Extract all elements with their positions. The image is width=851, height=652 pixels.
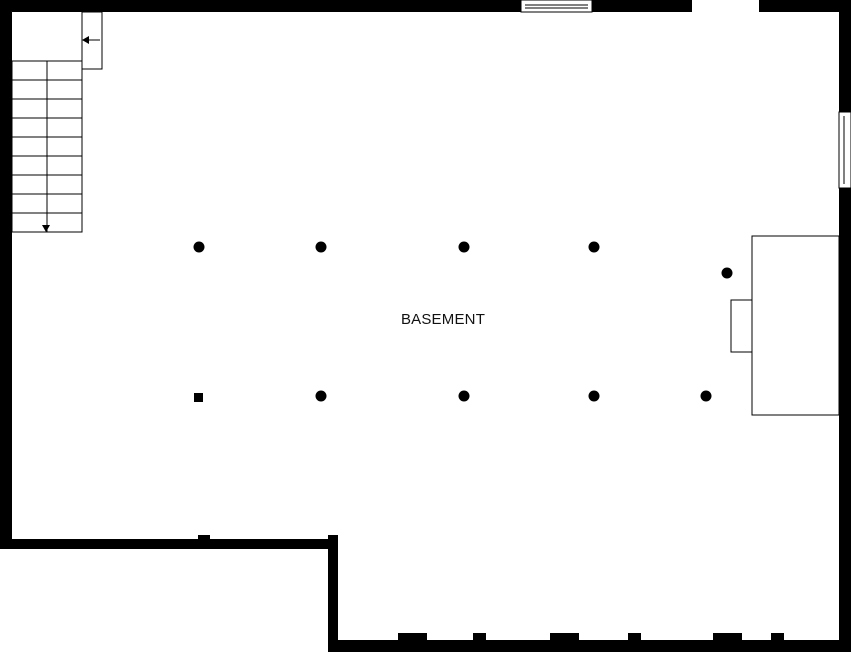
column-round [458, 241, 470, 253]
notch [628, 633, 641, 641]
utility-box [751, 235, 840, 416]
staircase [11, 11, 103, 233]
notch [550, 633, 579, 641]
column-round [458, 390, 470, 402]
column-round [721, 267, 733, 279]
window-top [520, 0, 593, 13]
opening-top-right [692, 0, 759, 12]
room-label: BASEMENT [401, 311, 485, 328]
stair-landing-box [81, 11, 103, 70]
notch [198, 535, 210, 541]
utility-fixture [730, 235, 840, 416]
support-columns [193, 241, 733, 402]
column-square [194, 393, 203, 402]
notch [398, 633, 427, 641]
column-round [315, 390, 327, 402]
notch [473, 633, 486, 641]
notch [713, 633, 742, 641]
column-round [700, 390, 712, 402]
stair-arrow-left-icon [82, 36, 89, 44]
column-round [588, 241, 600, 253]
wall-notches [198, 535, 784, 641]
notch [771, 633, 784, 641]
column-round [193, 241, 205, 253]
window-right [838, 111, 851, 189]
column-round [315, 241, 327, 253]
notch [328, 535, 338, 541]
wall-openings [520, 0, 851, 189]
utility-box-tab [730, 299, 753, 353]
stair-arrow-down-icon [42, 225, 50, 232]
column-round [588, 390, 600, 402]
